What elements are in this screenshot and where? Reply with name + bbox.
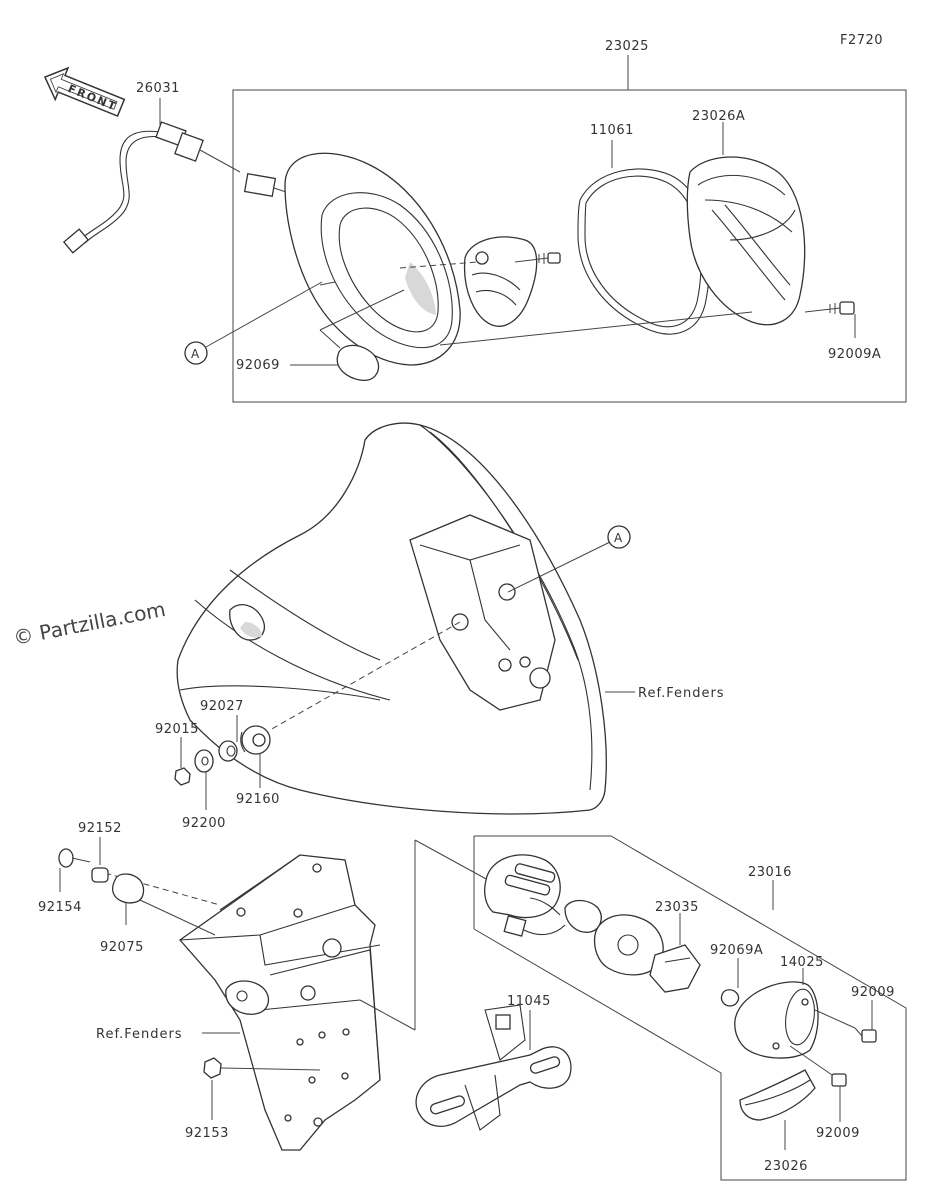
reflector: [399, 236, 538, 327]
watermark: © Partzilla.com: [11, 597, 167, 650]
taillamp-assembly-box: [232, 89, 907, 403]
socket-base: [484, 854, 602, 937]
screw-92009-top: [814, 1000, 877, 1043]
lamp-housing: [284, 152, 461, 366]
part-label-92015: 92015: [155, 722, 199, 737]
screw-icon: [514, 252, 561, 264]
collar-92027: [218, 715, 238, 762]
front-arrow-icon: FRONT: [43, 66, 126, 118]
bolt-92154: [58, 848, 91, 892]
part-label-23026: 23026: [764, 1159, 808, 1174]
part-label-23016: 23016: [748, 865, 792, 880]
license-bracket: [179, 854, 381, 1151]
part-label-92153: 92153: [185, 1126, 229, 1141]
part-label-11045: 11045: [507, 994, 551, 1009]
part-label-92154: 92154: [38, 900, 82, 915]
part-label-23026A: 23026A: [692, 109, 745, 124]
plate-bracket-11045: [415, 1004, 572, 1131]
part-label-92160: 92160: [236, 792, 280, 807]
part-label-26031: 26031: [136, 81, 180, 96]
callout-a-top-label: A: [191, 347, 200, 361]
bulb-92069: [290, 289, 405, 382]
screw-92009-bottom: [789, 1045, 847, 1122]
part-label-92069A: 92069A: [710, 943, 763, 958]
gasket-11061: [577, 140, 710, 335]
rear-fender: [176, 422, 607, 815]
collar-92152: [91, 837, 109, 883]
shade-23026: [739, 1069, 816, 1150]
callout-a-middle-label: A: [614, 531, 623, 545]
nut-92153: [203, 1057, 321, 1120]
part-label-92152: 92152: [78, 821, 122, 836]
callout-a-middle: [607, 525, 631, 549]
ref-fenders-label-lower: Ref.Fenders: [96, 1027, 183, 1042]
diagram-code: F2720: [840, 33, 883, 48]
lens-23026A: [686, 122, 806, 326]
socket-23035: [593, 913, 701, 993]
washer-92200: [194, 749, 214, 810]
ref-fenders-label-middle: Ref.Fenders: [638, 686, 725, 701]
part-label-92009-bottom: 92009: [816, 1126, 860, 1141]
nut-92015: [174, 737, 191, 786]
grommet-92160: [240, 725, 271, 788]
part-label-23035: 23035: [655, 900, 699, 915]
wire-harness-26031: [62, 98, 287, 254]
part-label-92200: 92200: [182, 816, 226, 831]
part-label-92009A: 92009A: [828, 347, 881, 362]
lens-cap-14025: [734, 968, 819, 1059]
part-label-92075: 92075: [100, 940, 144, 955]
part-label-92069: 92069: [236, 358, 280, 373]
part-label-11061: 11061: [590, 123, 634, 138]
license-lamp-box: [359, 835, 907, 1181]
callout-a-top: [184, 341, 208, 365]
grommet-92075: [111, 873, 145, 925]
part-label-14025: 14025: [780, 955, 824, 970]
bulb-92069A: [720, 958, 740, 1007]
screw-92009A: [804, 301, 856, 338]
part-label-92009-top: 92009: [851, 985, 895, 1000]
part-label-92027: 92027: [200, 699, 244, 714]
part-label-23025: 23025: [605, 39, 649, 54]
